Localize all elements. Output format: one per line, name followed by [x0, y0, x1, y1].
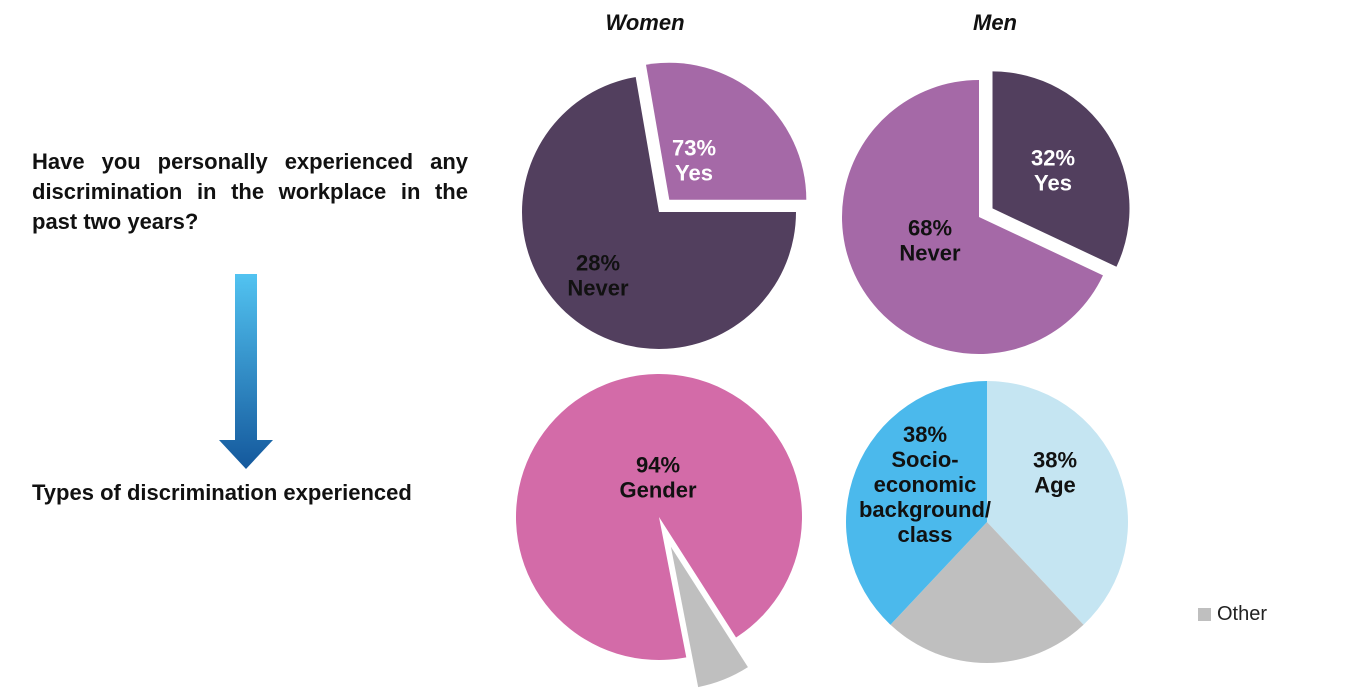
data-label-gender: 94%Gender	[619, 453, 696, 503]
legend-label-other: Other	[1217, 603, 1268, 625]
question-label: Have you personally experienced any disc…	[32, 149, 468, 234]
pie-slice-socio-economic-background-class	[845, 381, 987, 625]
pie-slice-yes	[522, 76, 796, 349]
legend-swatch-other	[1198, 608, 1211, 621]
pie-slice-yes	[992, 71, 1130, 267]
data-label-yes: 32%Yes	[1031, 146, 1075, 196]
down-arrow-icon	[219, 274, 273, 469]
data-label-never: 28%Never	[567, 251, 629, 301]
types-label: Types of discrimination experienced	[32, 480, 412, 505]
pie-slice-never	[645, 62, 807, 200]
women-column-title: Women	[605, 10, 685, 35]
pie-slice-gender	[516, 373, 803, 660]
legend: Other	[1198, 603, 1267, 626]
pie-women-experienced: 73%Yes 28%Never	[522, 62, 807, 349]
data-label-never: 68%Never	[899, 216, 961, 266]
pie-slice-other	[670, 546, 748, 688]
pie-men-experienced: 32%Yes 68%Never	[842, 71, 1130, 354]
pie-women-types: 94%Gender	[516, 373, 803, 688]
pie-slice-age	[987, 381, 1128, 625]
pie-slice-other	[890, 522, 1084, 663]
data-label-yes: 73%Yes	[672, 136, 716, 186]
pie-slice-never	[842, 80, 1103, 354]
men-column-title: Men	[973, 10, 1017, 35]
data-label-age: 38%Age	[1033, 448, 1077, 498]
